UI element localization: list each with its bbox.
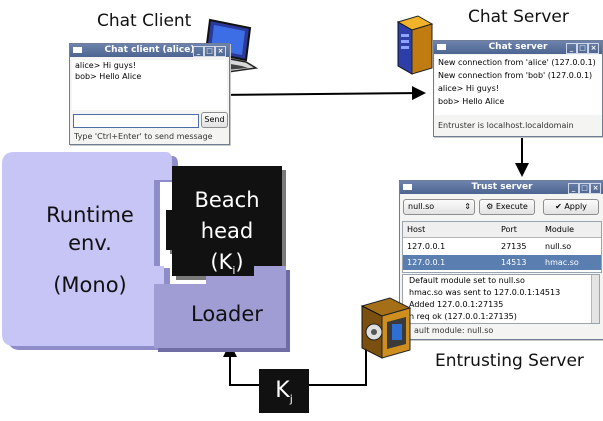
message-input[interactable] bbox=[73, 114, 199, 128]
log-line: alice> Hi guys! bbox=[438, 84, 499, 93]
trust-server-window: Trust server _ □ × null.so ⇕ ⚙ Execute ✔… bbox=[399, 180, 603, 340]
apply-check-icon: ✔ bbox=[555, 202, 562, 211]
chat-server-window: Chat server _ □ × New connection from 'a… bbox=[433, 40, 603, 137]
runtime-label-line2: env. bbox=[68, 231, 112, 255]
loader-block bbox=[154, 266, 290, 352]
log-line: New connection from 'bob' (127.0.0.1) bbox=[438, 71, 593, 80]
beachhead-key-sub: i bbox=[232, 264, 236, 278]
chat-server-label: Chat Server bbox=[468, 7, 569, 27]
minimize-icon[interactable]: _ bbox=[193, 46, 204, 57]
message-line: alice> Hi guys! bbox=[75, 61, 136, 70]
chat-client-title: Chat client (alice) bbox=[104, 45, 195, 55]
host-table: Host Port Module 127.0.0.1 27135 null.so… bbox=[402, 221, 602, 273]
close-icon[interactable]: × bbox=[588, 43, 599, 54]
chat-client-titlebar[interactable]: Chat client (alice) _ □ × bbox=[70, 44, 229, 57]
client-server-arrow bbox=[201, 86, 426, 103]
column-header-port[interactable]: Port bbox=[501, 225, 517, 234]
log-line: bob> Hello Alice bbox=[438, 97, 505, 106]
table-row[interactable]: 127.0.0.1 27135 null.so bbox=[403, 239, 601, 254]
window-menu-icon[interactable] bbox=[73, 47, 82, 53]
send-button[interactable]: Send bbox=[201, 112, 228, 128]
cell-host: 127.0.0.1 bbox=[407, 242, 446, 251]
runtime-label-line1: Runtime bbox=[46, 203, 134, 227]
runtime-env-block bbox=[2, 152, 178, 350]
trust-server-titlebar[interactable]: Trust server _ □ × bbox=[400, 181, 603, 194]
kj-label: K bbox=[275, 378, 290, 403]
safe-icon bbox=[360, 297, 412, 359]
trust-server-title: Trust server bbox=[471, 182, 533, 192]
beachhead-label-line1: Beach bbox=[194, 188, 260, 212]
chat-client-label: Chat Client bbox=[97, 11, 192, 31]
cell-port: 27135 bbox=[501, 242, 527, 251]
loader-label: Loader bbox=[191, 302, 263, 326]
kj-label-sub: j bbox=[289, 392, 293, 406]
beachhead-key-open: (K bbox=[210, 250, 233, 274]
module-select-value: null.so bbox=[408, 202, 435, 211]
server-tower-icon bbox=[396, 15, 434, 75]
select-arrows-icon: ⇕ bbox=[464, 202, 471, 211]
maximize-icon[interactable]: □ bbox=[579, 183, 590, 194]
cell-module: hmac.so bbox=[545, 258, 579, 267]
beachhead-key-close: ) bbox=[235, 250, 244, 274]
maximize-icon[interactable]: □ bbox=[577, 43, 588, 54]
window-menu-icon[interactable] bbox=[403, 184, 412, 190]
table-row-selected[interactable]: 127.0.0.1 14513 hmac.so bbox=[403, 255, 601, 270]
beachhead-block bbox=[166, 166, 286, 286]
cell-module: null.so bbox=[545, 242, 572, 251]
column-header-module[interactable]: Module bbox=[545, 225, 575, 234]
cell-host: 127.0.0.1 bbox=[407, 258, 446, 267]
runtime-label: Runtime env. (Mono) bbox=[42, 201, 138, 299]
log-line: New connection from 'alice' (127.0.0.1) bbox=[438, 58, 596, 67]
entruster-status: Entruster is localhost.localdomain bbox=[438, 121, 574, 130]
runtime-label-line3: (Mono) bbox=[53, 273, 127, 297]
kj-box: Kj bbox=[259, 369, 309, 413]
trust-status: ault module: null.so bbox=[414, 326, 494, 335]
chat-server-title: Chat server bbox=[488, 42, 548, 52]
log-line: hmac.so was sent to 127.0.0.1:14513 bbox=[409, 288, 561, 297]
chat-client-messages: alice> Hi guys! bob> Hello Alice bbox=[72, 60, 227, 110]
message-line: bob> Hello Alice bbox=[75, 72, 142, 81]
apply-label: Apply bbox=[564, 202, 587, 211]
execute-button[interactable]: ⚙ Execute bbox=[479, 199, 535, 215]
table-header: Host Port Module bbox=[403, 222, 601, 238]
trust-log: Default module set to null.so hmac.so wa… bbox=[402, 274, 600, 324]
column-header-host[interactable]: Host bbox=[407, 225, 426, 234]
send-hint: Type 'Ctrl+Enter' to send message bbox=[74, 132, 213, 141]
module-select[interactable]: null.so ⇕ bbox=[403, 199, 475, 215]
entrusting-server-label: Entrusting Server bbox=[435, 351, 584, 371]
log-scrollbar[interactable] bbox=[591, 275, 599, 323]
minimize-icon[interactable]: _ bbox=[568, 183, 579, 194]
beachhead-key: (Ki) bbox=[172, 247, 282, 286]
close-icon[interactable]: × bbox=[215, 46, 226, 57]
minimize-icon[interactable]: _ bbox=[566, 43, 577, 54]
chat-server-log: New connection from 'alice' (127.0.0.1) … bbox=[435, 55, 602, 115]
execute-label: Execute bbox=[495, 202, 528, 211]
log-line: h req ok (127.0.0.1:27135) bbox=[409, 312, 517, 321]
window-menu-icon[interactable] bbox=[437, 44, 446, 50]
log-line: Default module set to null.so bbox=[409, 276, 525, 285]
chat-client-window: Chat client (alice) _ □ × alice> Hi guys… bbox=[69, 43, 230, 145]
beachhead-label-line2: head bbox=[200, 219, 254, 243]
log-line: Added 127.0.0.1:27135 bbox=[409, 300, 504, 309]
beachhead-label: Beach head (Ki) bbox=[172, 185, 282, 286]
chat-server-titlebar[interactable]: Chat server _ □ × bbox=[434, 41, 602, 54]
close-icon[interactable]: × bbox=[590, 183, 601, 194]
execute-icon: ⚙ bbox=[486, 202, 494, 211]
maximize-icon[interactable]: □ bbox=[204, 46, 215, 57]
cell-port: 14513 bbox=[501, 258, 527, 267]
apply-button[interactable]: ✔ Apply bbox=[543, 199, 599, 215]
